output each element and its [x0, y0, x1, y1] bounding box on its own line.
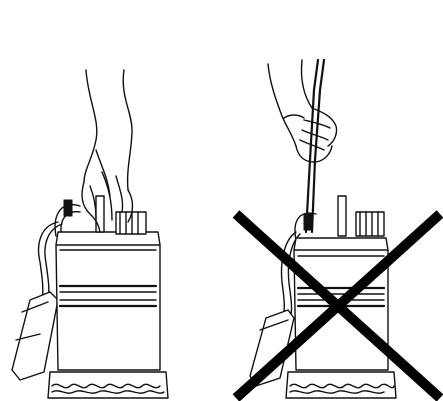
top-fittings-left [64, 196, 146, 234]
top-fittings-right [304, 196, 384, 236]
panel-incorrect [236, 60, 440, 398]
hand-lifting-icon [268, 60, 337, 162]
panel-correct [12, 70, 168, 398]
hand-grip-icon [82, 70, 133, 232]
float-switch-icon [12, 222, 62, 380]
pump-body-left [48, 232, 168, 398]
